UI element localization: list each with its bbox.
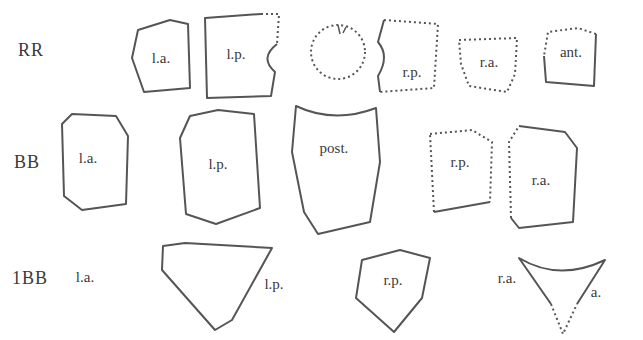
row-label: 1BB (12, 268, 48, 289)
row-label: RR (18, 40, 44, 61)
plate-outline: l.a. l.p. (60, 240, 295, 335)
plate-label: l.p. (208, 157, 227, 172)
plate-label: r.p. (450, 155, 469, 170)
plate-label: l.a. (76, 270, 94, 285)
plate-label: r.a. (498, 271, 516, 286)
plate-label: l.a. (79, 151, 97, 166)
plate-outline: post. (288, 102, 384, 238)
plate-shape (422, 128, 498, 218)
plate-label: ant. (560, 45, 582, 60)
plate-shape (60, 240, 295, 335)
plate-outline: l.p. (176, 108, 266, 228)
plate-outline: l.p. (203, 10, 283, 102)
plate-label: r.p. (402, 65, 421, 80)
row-label: BB (14, 152, 40, 173)
plate-label: a. (591, 285, 601, 300)
plate-outline: r.a. (503, 122, 583, 232)
plate-shape (352, 248, 434, 336)
plate-shape (288, 102, 384, 238)
plate-outline: r.p. (352, 248, 434, 336)
plate-outline: r.p. (422, 128, 498, 218)
plate-shape (372, 16, 444, 96)
plate-label: r.a. (480, 55, 498, 70)
plate-outline: r.a. (455, 34, 523, 98)
plate-label: l.a. (152, 51, 170, 66)
plate-label: r.a. (532, 173, 550, 188)
plate-outline: ant. (538, 26, 602, 92)
plate-outline: l.a. (130, 18, 192, 94)
plate-label: l.p. (226, 47, 245, 62)
plate-label: r.p. (383, 273, 402, 288)
plate-outline: l.a. (58, 110, 134, 216)
plate-label: post. (320, 141, 349, 156)
plate-outline: r.a. a. (490, 252, 615, 338)
plate-outline: r.p. (372, 16, 444, 96)
plate-label: l.p. (264, 277, 283, 292)
